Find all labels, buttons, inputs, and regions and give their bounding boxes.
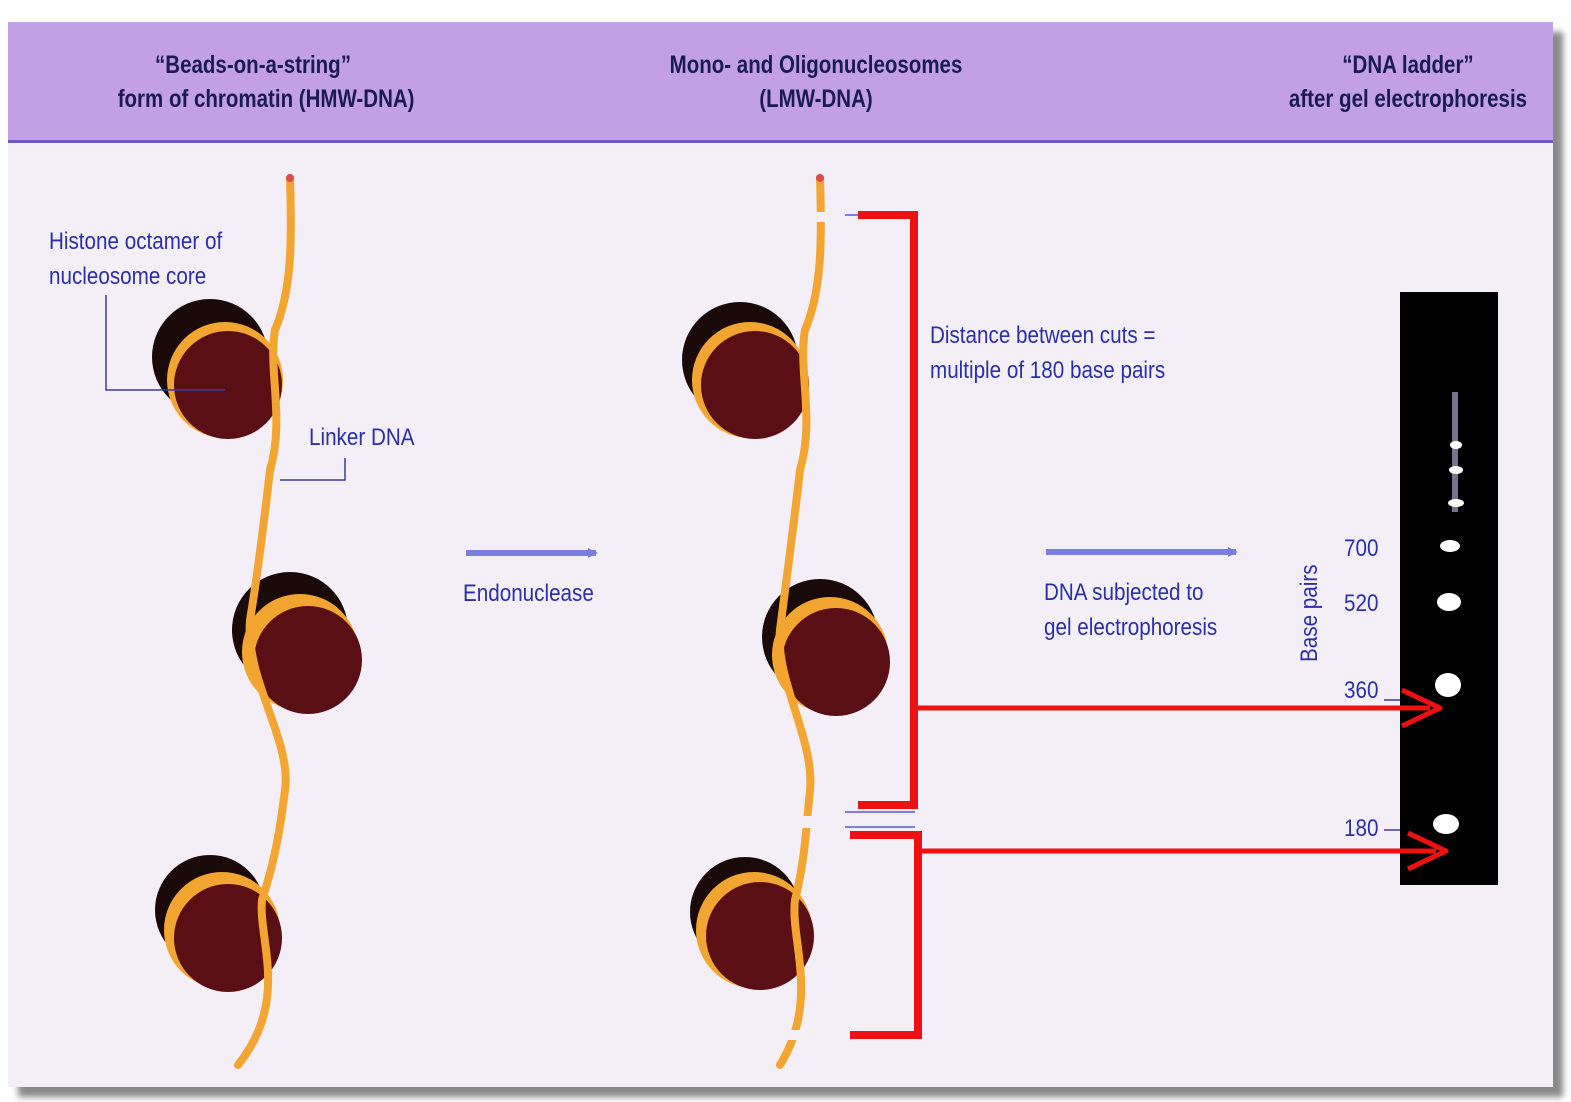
endonuclease-label: Endonuclease bbox=[463, 576, 594, 611]
linker-dna-label: Linker DNA bbox=[309, 420, 415, 455]
cut-gap-3 bbox=[780, 1030, 806, 1040]
gel-band-180 bbox=[1433, 814, 1459, 834]
ladder-label-180: 180 bbox=[1344, 811, 1378, 846]
distance-between-cuts-label: Distance between cuts = multiple of 180 … bbox=[930, 318, 1165, 388]
nucleosome-left-1 bbox=[152, 299, 283, 439]
histone-label: Histone octamer of nucleosome core bbox=[49, 224, 222, 294]
gel-band-high-2 bbox=[1449, 466, 1463, 474]
gel-electrophoresis-label: DNA subjected to gel electrophoresis bbox=[1044, 575, 1217, 645]
bracket-upper bbox=[858, 215, 914, 805]
gel-lane bbox=[1400, 292, 1498, 885]
gel-smear bbox=[1452, 392, 1458, 512]
gel-band-high-3 bbox=[1448, 499, 1464, 507]
gel-band-360 bbox=[1435, 673, 1461, 697]
linker-pointer-line bbox=[280, 458, 345, 480]
strand-end-left bbox=[286, 174, 294, 182]
base-pairs-axis-label: Base pairs bbox=[1292, 564, 1327, 662]
gel-label-line1: DNA subjected to bbox=[1044, 575, 1217, 610]
cut-gap-2 bbox=[796, 816, 822, 828]
gel-band-700 bbox=[1440, 540, 1460, 552]
oligonucleosome-strand bbox=[682, 174, 915, 1065]
ladder-label-700: 700 bbox=[1344, 531, 1378, 566]
gel-band-high-1 bbox=[1450, 441, 1462, 449]
cut-gap-1 bbox=[808, 212, 834, 222]
gel-label-line2: gel electrophoresis bbox=[1044, 610, 1217, 645]
histone-label-line2: nucleosome core bbox=[49, 259, 222, 294]
ladder-label-520: 520 bbox=[1344, 586, 1378, 621]
distance-label-line2: multiple of 180 base pairs bbox=[930, 353, 1165, 388]
gel-background bbox=[1400, 292, 1498, 885]
bracket-lower bbox=[850, 835, 918, 1035]
histone-label-line1: Histone octamer of bbox=[49, 224, 222, 259]
beads-on-string-chromatin bbox=[152, 174, 362, 1065]
strand-end-middle bbox=[816, 174, 824, 182]
distance-label-line1: Distance between cuts = bbox=[930, 318, 1165, 353]
gel-band-520 bbox=[1437, 593, 1461, 611]
nucleosome-middle-1 bbox=[682, 302, 809, 439]
ladder-label-360: 360 bbox=[1344, 673, 1378, 708]
